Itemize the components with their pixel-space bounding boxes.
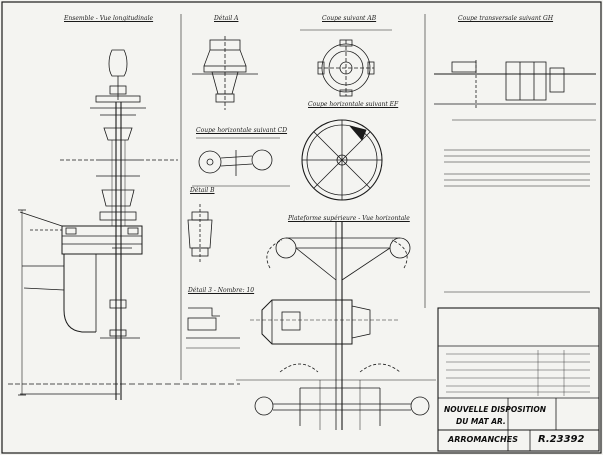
mast-longitudinal-view <box>8 49 240 400</box>
title-line-2: DU MAT AR. <box>456 417 506 426</box>
view-title-platform: Plateforme supérieure - Vue horizontale <box>288 215 410 222</box>
view-title-section-ef: Coupe horizontale suivant EF <box>308 101 399 108</box>
title-block-frame <box>437 307 600 452</box>
view-title-detail-b: Détail B <box>190 187 215 194</box>
view-title-detail-3: Détail 3 - Nombre: 10 <box>188 287 255 294</box>
section-ab-drawing <box>300 29 392 97</box>
masthead-lamp <box>108 49 128 77</box>
platform-drawing <box>236 222 436 430</box>
project-name: ARROMANCHES <box>448 435 518 444</box>
title-line-1: NOUVELLE DISPOSITION <box>444 405 547 414</box>
section-ef-wheel <box>301 119 383 201</box>
view-title-side: Ensemble - Vue longitudinale <box>64 15 154 22</box>
detail-a-drawing <box>192 36 258 110</box>
view-title-detail-a: Détail A <box>214 15 239 22</box>
view-title-section-cd: Coupe horizontale suivant CD <box>196 127 288 134</box>
section-gh-drawing <box>434 60 596 121</box>
detail-3-drawing <box>186 307 240 349</box>
view-title-section-gh: Coupe transversale suivant GH <box>458 15 554 22</box>
view-title-section-ab: Coupe suivant AB <box>322 15 377 22</box>
section-cd-drawing <box>192 137 290 187</box>
detail-b-drawing <box>187 204 213 262</box>
notes-underlines <box>444 149 590 293</box>
drawing-number: R.23392 <box>538 434 585 445</box>
